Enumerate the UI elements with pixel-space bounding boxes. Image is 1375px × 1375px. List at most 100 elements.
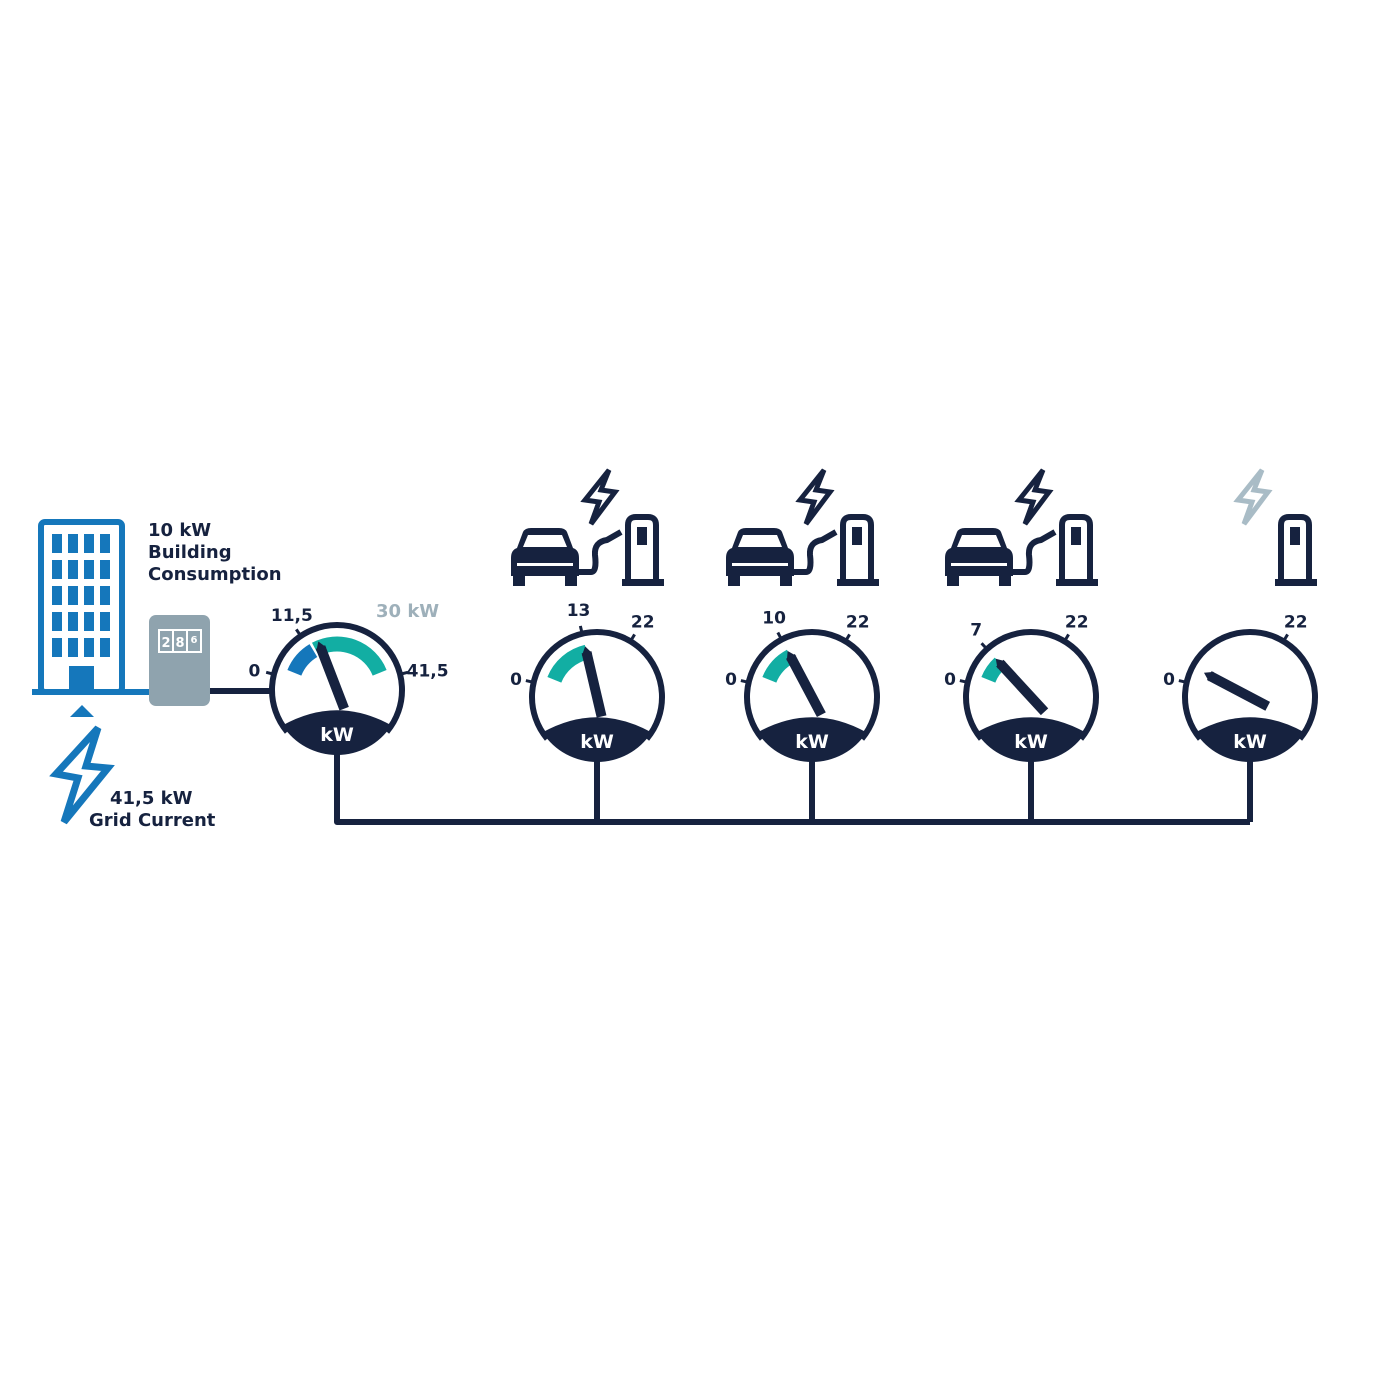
tick-label-max: 22: [631, 613, 655, 633]
gauge-tick: [776, 631, 784, 643]
tick-label-value: 10: [762, 608, 786, 628]
car-wheel: [513, 574, 525, 586]
car-windshield: [738, 535, 782, 547]
gauge-unit-cap: [1195, 717, 1305, 762]
building-window: [84, 534, 94, 553]
charger-station: 0 13 22 kW: [510, 468, 665, 763]
gauge-unit-cap: [542, 717, 652, 763]
building-window: [100, 534, 110, 553]
building-window: [52, 560, 62, 579]
gauge-needle-tip: [786, 651, 797, 661]
gauge-ring: [529, 629, 665, 741]
building-window: [84, 560, 94, 579]
building-window: [52, 534, 62, 553]
gauge-tick: [980, 642, 990, 652]
building-window: [84, 612, 94, 631]
car-wheel: [728, 574, 740, 586]
car-grille: [951, 563, 1007, 566]
gauge-tick: [740, 679, 751, 685]
building-window: [68, 638, 78, 657]
car-wheel: [999, 574, 1011, 586]
building-window: [68, 560, 78, 579]
station-body: [840, 514, 874, 579]
tick-label-value: 7: [970, 620, 982, 640]
building-door: [69, 666, 94, 692]
car-grille: [517, 563, 573, 566]
station-screen: [1290, 527, 1300, 545]
car-icon: [511, 528, 579, 586]
gauge-unit-cap: [976, 717, 1086, 763]
gauge-ring: [269, 622, 405, 734]
tick-label-building: 11,5: [271, 606, 313, 626]
gauge-ring: [1182, 629, 1318, 741]
station-screen: [637, 527, 647, 545]
building-window: [84, 586, 94, 605]
gauge-needle-tip: [316, 641, 327, 652]
charging-station-icon: [1056, 514, 1098, 586]
tick-label-max: 22: [1065, 613, 1089, 633]
gauge-needle-tip: [1203, 671, 1214, 682]
gauge-tick: [628, 633, 636, 644]
gauge-unit-label: kW: [320, 724, 354, 746]
distribution-line: [334, 750, 1253, 825]
station-screen: [1071, 527, 1081, 545]
gauge-needle-tip: [581, 646, 593, 656]
station-screen: [852, 527, 862, 545]
tick-label-zero: 0: [944, 670, 956, 690]
tick-label-max: 22: [846, 613, 870, 633]
office-building-icon: [32, 519, 150, 695]
charging-cable: [579, 529, 623, 575]
grid-current-value: 41,5 kW: [110, 788, 193, 809]
gauge-needle-tip: [995, 658, 1006, 669]
lightning-bolt-icon: [1233, 468, 1273, 526]
car-wheel: [947, 574, 959, 586]
tick-label-zero: 0: [725, 670, 737, 690]
lightning-bolt-icon: [1014, 468, 1054, 526]
car-wheel: [565, 574, 577, 586]
available-capacity-label: 30 kW: [376, 601, 439, 622]
station-body: [1278, 514, 1312, 579]
charger-station: 0 10 22 kW: [725, 468, 880, 763]
electricity-meter-icon: 2 8 6: [149, 615, 275, 706]
car-windshield: [523, 535, 567, 547]
station-body: [1059, 514, 1093, 579]
gauge-unit-cap: [282, 710, 392, 755]
building-window: [52, 586, 62, 605]
gauge-needle: [581, 651, 607, 718]
car-icon: [726, 528, 794, 586]
charging-station-icon: [1275, 514, 1317, 586]
tick-label-zero: 0: [248, 661, 260, 681]
car-windshield: [957, 535, 1001, 547]
gauge-tick: [1062, 633, 1070, 644]
charging-level-arc: [547, 644, 589, 683]
gauge-unit-label: kW: [580, 731, 614, 753]
building-window: [100, 638, 110, 657]
charging-cable: [1013, 529, 1057, 575]
gauge-tick: [265, 670, 277, 677]
gauge-tick: [843, 633, 851, 644]
building-consumption-label-1: Building: [148, 542, 232, 563]
building-window: [100, 560, 110, 579]
charging-cable: [794, 529, 838, 575]
lightning-bolt-icon: [795, 468, 835, 526]
grid-current-label: Grid Current: [89, 810, 216, 831]
gauge-needle: [996, 659, 1049, 716]
building-window: [100, 586, 110, 605]
car-wheel: [780, 574, 792, 586]
station-body: [625, 514, 659, 579]
tick-label-value: 13: [567, 601, 591, 621]
gauge-tick: [959, 679, 970, 685]
gauge-unit-label: kW: [795, 731, 829, 753]
meter-digit: 8: [175, 636, 184, 651]
building-window: [52, 612, 62, 631]
tick-label-zero: 0: [510, 670, 522, 690]
building-consumption-value: 10 kW: [148, 520, 211, 541]
station-base: [1056, 579, 1098, 586]
grid-arrow-icon: [70, 705, 94, 717]
building-consumption-label-2: Consumption: [148, 564, 282, 585]
building-window: [68, 586, 78, 605]
gauge-unit-label: kW: [1233, 731, 1267, 753]
station-base: [1275, 579, 1317, 586]
